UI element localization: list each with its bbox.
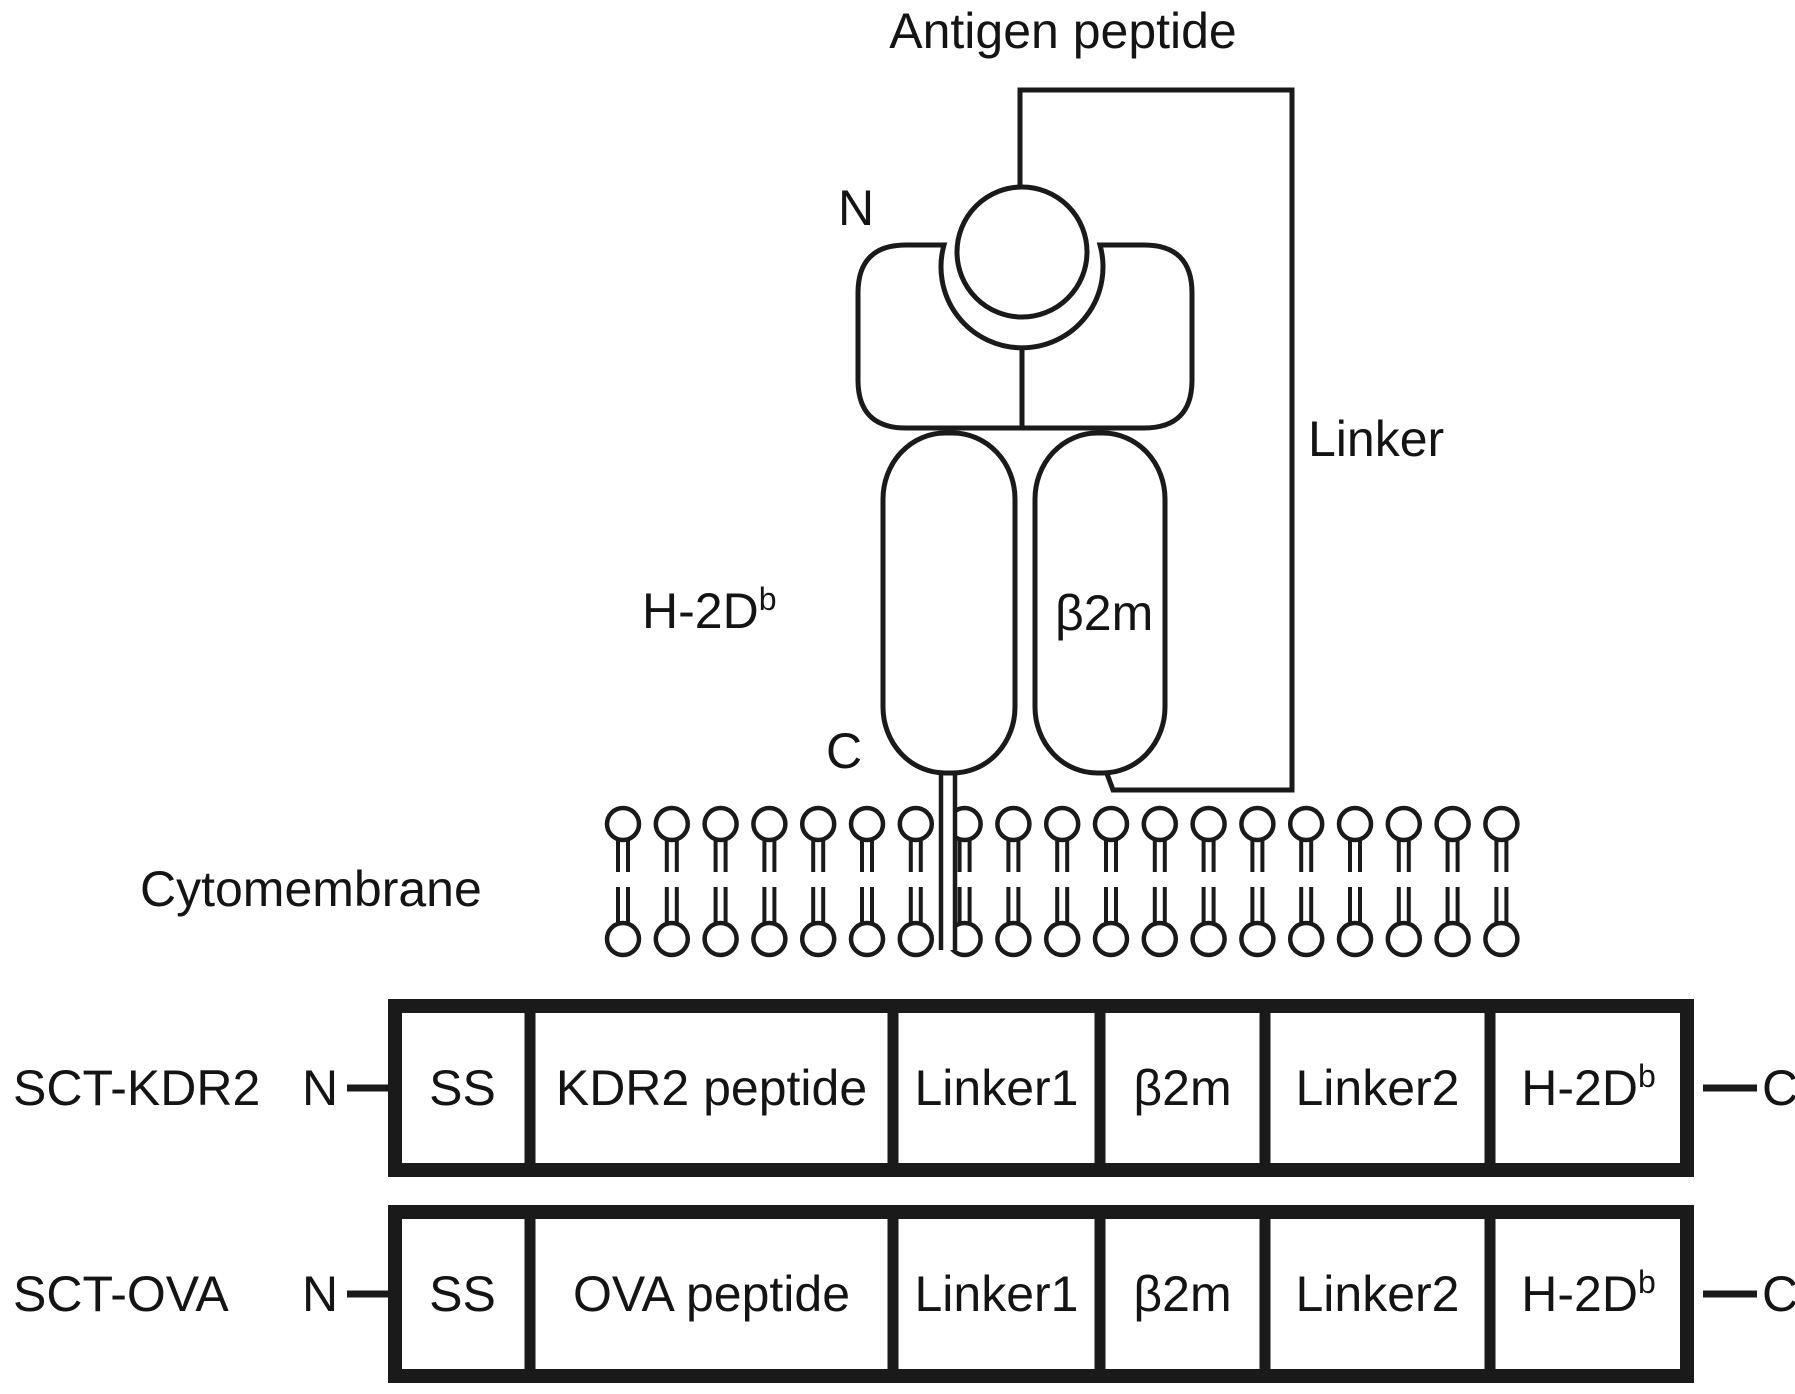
- lipid-head: [751, 920, 788, 958]
- c-terminus-label: C: [1762, 1266, 1795, 1322]
- h2db-structure-label: H-2Db: [642, 581, 776, 639]
- lipid-head: [604, 805, 642, 843]
- lipid-head: [1190, 805, 1227, 843]
- lipid-head: [1483, 805, 1520, 843]
- segment-label: Linker1: [915, 1060, 1079, 1116]
- lipid-head: [1287, 920, 1325, 958]
- c-terminus-label: C: [826, 723, 862, 779]
- lipid-head: [1092, 920, 1130, 958]
- segment-label: β2m: [1133, 1266, 1231, 1322]
- b2m-pill: [1032, 430, 1168, 776]
- linker-label: Linker: [1308, 411, 1444, 467]
- alpha-domain-shape: [855, 242, 1195, 431]
- construct-name: SCT-KDR2: [13, 1060, 260, 1116]
- lipid-head: [1190, 920, 1227, 958]
- cytomembrane-label: Cytomembrane: [140, 861, 482, 917]
- segment-label: KDR2 peptide: [556, 1060, 867, 1116]
- lipid-head: [702, 805, 739, 843]
- segment-label: SS: [429, 1266, 496, 1322]
- segment-label: H-2Db: [1521, 1264, 1655, 1322]
- lipid-head: [995, 920, 1032, 958]
- lipid-head: [1483, 920, 1520, 958]
- n-terminus-label: N: [302, 1060, 338, 1116]
- lipid-head: [1239, 920, 1276, 958]
- segment-label: Linker1: [915, 1266, 1079, 1322]
- lipid-head: [1385, 920, 1423, 958]
- segment-label: SS: [429, 1060, 496, 1116]
- lipid-head: [1092, 805, 1130, 843]
- n-terminus-label: N: [838, 180, 874, 236]
- lipid-head: [897, 805, 935, 843]
- lipid-head: [1287, 805, 1325, 843]
- lipid-head: [848, 920, 886, 958]
- segment-label: Linker2: [1296, 1060, 1460, 1116]
- segment-label: β2m: [1133, 1060, 1231, 1116]
- lipid-head: [1434, 805, 1471, 843]
- lipid-head: [848, 805, 886, 843]
- c-terminus-label: C: [1762, 1060, 1795, 1116]
- construct-bar: SCT-OVA N SS OVA peptide Linker1 β2m Linker2 H-…: [13, 1205, 1795, 1383]
- lipid-head: [653, 805, 691, 843]
- lipid-head: [653, 920, 691, 958]
- h2db-alpha3-pill: [880, 430, 1018, 776]
- lipid-head: [702, 920, 739, 958]
- lipid-head: [1385, 805, 1423, 843]
- linker-line: [1017, 87, 1295, 793]
- lipid-head: [1141, 805, 1179, 843]
- lipid-head: [1043, 805, 1081, 843]
- segment-label: H-2Db: [1521, 1058, 1655, 1116]
- segment-box-outline: [388, 1205, 1694, 1383]
- lipid-head: [1043, 920, 1081, 958]
- lipid-head: [604, 920, 642, 958]
- lipid-head: [1434, 920, 1471, 958]
- transmembrane-fill: [941, 776, 955, 950]
- segment-label: Linker2: [1296, 1266, 1460, 1322]
- antigen-peptide-label: Antigen peptide: [889, 3, 1237, 59]
- b2m-structure-label: β2m: [1055, 585, 1153, 641]
- lipid-head: [1336, 920, 1374, 958]
- construct-bar: SCT-KDR2 N SS KDR2 peptide Linker1 β2m Linker2…: [13, 999, 1795, 1177]
- lipid-head: [995, 805, 1032, 843]
- lipid-head: [1239, 805, 1276, 843]
- lipid-head: [1141, 920, 1179, 958]
- lipid-head: [799, 805, 837, 843]
- construct-name: SCT-OVA: [13, 1266, 229, 1322]
- lipid-head: [799, 920, 837, 958]
- n-terminus-label: N: [302, 1266, 338, 1322]
- segment-label: OVA peptide: [573, 1266, 850, 1322]
- lipid-head: [751, 805, 788, 843]
- lipid-head: [1336, 805, 1374, 843]
- cytomembrane-bilayer: [604, 805, 1520, 958]
- antigen-peptide-circle: [954, 184, 1090, 320]
- segment-box-outline: [388, 999, 1694, 1177]
- lipid-head: [897, 920, 935, 958]
